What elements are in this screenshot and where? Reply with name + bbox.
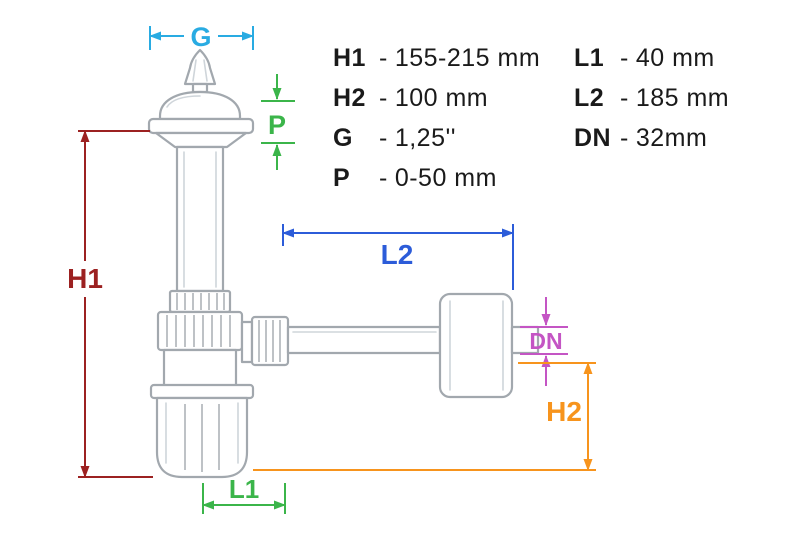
- dim-label-l1: L1: [229, 474, 259, 504]
- dimension-h2: H2: [253, 362, 596, 471]
- legend-separator: -: [620, 84, 629, 112]
- legend-value: 0-50 mm: [394, 164, 497, 192]
- siphon-drawing: [147, 48, 540, 479]
- plug-cap: [158, 90, 242, 121]
- legend-row-h1: H1 - 155-215 mm: [333, 44, 540, 73]
- legend-separator: -: [379, 164, 388, 192]
- trap-cup: [155, 396, 249, 479]
- horizontal-pipe: [286, 325, 442, 355]
- dim-label-g: G: [190, 22, 211, 52]
- dimension-l1: L1: [202, 474, 286, 514]
- legend-label: DN: [574, 124, 612, 152]
- outlet-nut: [250, 315, 290, 367]
- legend-label: L1: [574, 44, 605, 72]
- dimension-h1: H1: [67, 130, 153, 478]
- dim-label-h2: H2: [546, 396, 582, 427]
- plug-finial: [183, 48, 217, 94]
- dim-label-l2: L2: [381, 239, 414, 270]
- legend-row-p: P - 0-50 mm: [333, 164, 540, 193]
- legend-label: H1: [333, 44, 366, 72]
- legend-row-l1: L1 - 40 mm: [574, 44, 729, 73]
- coupling-nut: [156, 310, 244, 352]
- legend-column-1: H1 - 155-215 mm H2 - 100 mm G - 1,25'' P…: [333, 44, 540, 193]
- dim-label-h1: H1: [67, 263, 103, 294]
- legend-column-2: L1 - 40 mm L2 - 185 mm DN - 32mm: [574, 44, 729, 153]
- legend-label: H2: [333, 84, 366, 112]
- wall-sleeve: [438, 292, 514, 399]
- legend-row-dn: DN - 32mm: [574, 124, 729, 153]
- dim-label-dn: DN: [529, 328, 562, 354]
- cup-ring: [149, 383, 255, 400]
- legend-row-h2: H2 - 100 mm: [333, 84, 540, 113]
- legend-separator: -: [379, 124, 388, 152]
- legend-separator: -: [620, 44, 629, 72]
- legend-separator: -: [620, 124, 629, 152]
- dim-label-p: P: [268, 110, 286, 140]
- legend-label: L2: [574, 84, 605, 112]
- legend-value: 32mm: [635, 124, 708, 152]
- legend-row-g: G - 1,25'': [333, 124, 540, 153]
- legend-value: 100 mm: [394, 84, 489, 112]
- legend-row-l2: L2 - 185 mm: [574, 84, 729, 113]
- legend-separator: -: [379, 84, 388, 112]
- legend-value: 155-215 mm: [394, 44, 541, 72]
- dimension-l2: L2: [282, 224, 514, 290]
- dimension-p: P: [261, 74, 295, 170]
- legend-label: G: [333, 124, 353, 152]
- legend-label: P: [333, 164, 351, 192]
- legend-value: 185 mm: [635, 84, 730, 112]
- dimension-g: G: [149, 22, 254, 52]
- legend-value: 1,25'': [394, 124, 457, 152]
- flange: [147, 117, 255, 149]
- vertical-tube: [175, 145, 225, 293]
- dimension-dn: DN: [520, 297, 568, 386]
- threaded-collar: [168, 289, 232, 314]
- legend-separator: -: [379, 44, 388, 72]
- legend-value: 40 mm: [635, 44, 715, 72]
